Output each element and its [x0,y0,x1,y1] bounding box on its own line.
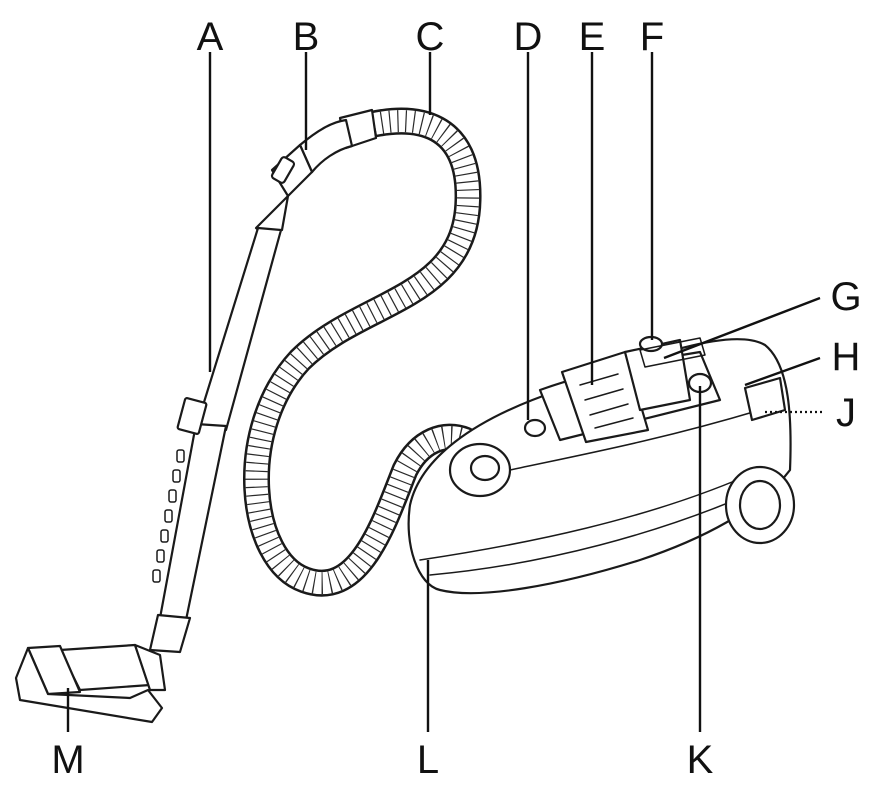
hose-handle [254,108,378,238]
telescopic-wand [152,226,283,622]
callout-label-a: A [197,15,224,59]
callout-label-g: G [830,275,861,319]
callout-label-k: K [687,738,714,782]
callout-label-j: J [836,391,856,435]
callout-label-l: L [417,738,439,782]
callout-label-m: M [51,738,84,782]
callout-label-c: C [416,15,445,59]
wand-adjustment-holes [152,449,185,583]
leader-line-g [663,296,821,360]
floor-nozzle [14,613,192,724]
callout-label-f: F [640,15,664,59]
callout-label-e: E [579,15,606,59]
callout-label-b: B [293,15,320,59]
vacuum-body [407,335,796,595]
leader-line-h [744,356,821,387]
callout-label-d: D [514,15,543,59]
callout-label-h: H [832,335,861,379]
leader-lines [66,52,822,732]
callout-labels: A B C D E F G H J K L M [51,15,861,782]
flexible-hose [243,107,482,597]
power-slider-lines [579,373,634,429]
